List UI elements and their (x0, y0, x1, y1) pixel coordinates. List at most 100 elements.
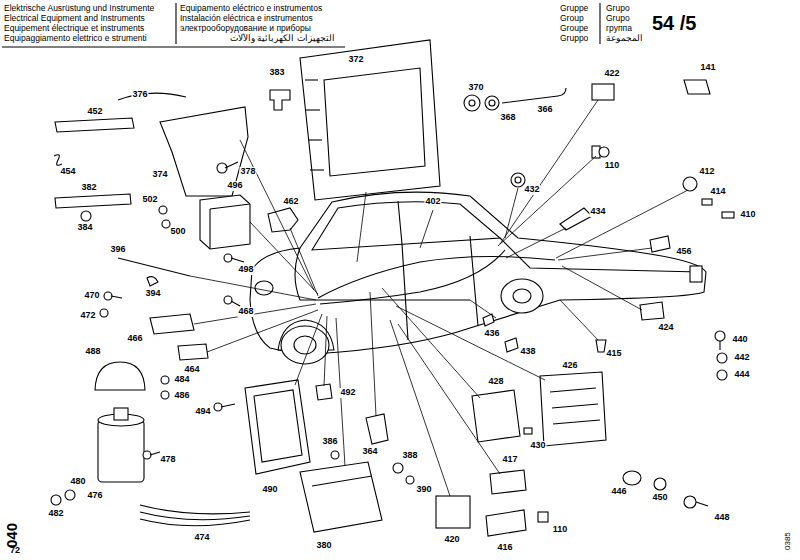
part-drawing (308, 139, 322, 140)
callout-number: 410 (739, 210, 756, 220)
callout-number: 438 (519, 347, 536, 357)
car-outline (513, 289, 531, 303)
part-drawing (715, 331, 725, 341)
part-drawing (436, 496, 470, 528)
leader-line (207, 310, 318, 352)
header-text: Gruppe (560, 4, 588, 13)
catalog-number: 040 (4, 523, 21, 548)
callout-number: 415 (605, 349, 622, 359)
part-drawing (393, 463, 403, 473)
header-text: Instalación eléctrica e instrumentos (180, 14, 313, 23)
part-drawing (245, 380, 310, 474)
part-drawing (111, 296, 122, 298)
part-drawing (140, 519, 250, 526)
part-drawing (161, 376, 169, 384)
part-drawing (209, 209, 210, 249)
part-drawing (650, 236, 670, 252)
part-drawing (696, 502, 708, 506)
part-drawing (268, 208, 298, 232)
part-drawing (324, 68, 425, 176)
part-drawing (485, 96, 499, 110)
part-drawing (684, 80, 710, 94)
part-drawing (210, 204, 250, 209)
part-drawing (270, 90, 290, 110)
car-outline (250, 192, 706, 364)
part-drawing (160, 107, 248, 196)
page-number: 72 (10, 546, 20, 556)
header-text: Electrical Equipment and Instruments (4, 14, 145, 23)
part-drawing (316, 384, 332, 400)
callout-number: 476 (86, 491, 103, 501)
part-drawing (366, 414, 388, 444)
part-drawing (178, 344, 208, 360)
leader-line (498, 156, 596, 246)
callout-number: 396 (109, 245, 126, 255)
part-drawing (254, 390, 302, 462)
header-text: электрооборудование и приборы (180, 24, 311, 33)
part-drawing (717, 370, 727, 380)
callout-number: 384 (76, 223, 93, 233)
part-drawing (717, 353, 727, 363)
car-outline (690, 266, 702, 282)
part-drawing (161, 391, 169, 399)
part-drawing (214, 403, 222, 411)
header-rule (2, 3, 600, 47)
part-drawing (150, 314, 194, 334)
drawing-code: 0385 (784, 532, 793, 550)
header-text: Equipamento eléctrico e instrumentos (180, 4, 322, 13)
header-text: التجهيزات الكهربائية والآلات (230, 34, 335, 43)
car-outline (402, 244, 408, 340)
header-text: Equipaggiamento elettrico e strumenti (4, 34, 147, 43)
callout-number: 464 (183, 365, 200, 375)
part-drawing (65, 490, 75, 500)
leader-line (194, 304, 316, 324)
callout-number: 141 (699, 63, 716, 73)
part-drawing (221, 404, 235, 407)
part-drawing (54, 155, 62, 166)
callout-number: 374 (151, 170, 168, 180)
callout-number: 380 (315, 541, 332, 551)
callout-number: 372 (347, 55, 364, 65)
header-text: Groupe (560, 24, 588, 33)
leader-line (190, 276, 316, 300)
part-drawing (143, 451, 151, 459)
callout-number: 432 (523, 185, 540, 195)
part-drawing (515, 177, 521, 183)
header-rule (175, 3, 176, 44)
part-drawing (118, 93, 186, 100)
callout-number: 366 (536, 105, 553, 115)
header-text: Equipement électrique et instruments (4, 24, 144, 33)
part-drawing (224, 296, 232, 304)
callout-number: 414 (709, 187, 726, 197)
part-drawing (305, 79, 318, 80)
header-text: المجموعة (606, 34, 643, 43)
leader-line (556, 190, 688, 258)
part-drawing (310, 169, 324, 170)
wiring-harness (318, 256, 555, 298)
part-drawing (300, 462, 382, 532)
leader-line (324, 316, 327, 386)
part-drawing (406, 476, 414, 484)
callout-number: 480 (69, 477, 86, 487)
callout-number: 498 (237, 265, 254, 275)
header-text: Grupo (606, 14, 630, 23)
callout-number: 382 (80, 183, 97, 193)
callout-number: 402 (424, 197, 441, 207)
car-outline (470, 236, 478, 326)
callout-number: 474 (193, 533, 210, 543)
callout-number: 390 (415, 485, 432, 495)
part-drawing (224, 254, 232, 262)
header-text: Group (560, 14, 584, 23)
callout-number: 412 (698, 167, 715, 177)
part-drawing (702, 199, 712, 205)
part-drawing (51, 40, 734, 536)
part-drawing (538, 512, 548, 522)
part-drawing (640, 302, 664, 320)
wiring-harness (318, 250, 555, 304)
callout-number: 496 (226, 181, 243, 191)
callout-number: 440 (731, 335, 748, 345)
part-drawing (719, 341, 720, 350)
callout-number: 424 (657, 323, 674, 333)
leader-line (295, 314, 322, 385)
leader-line (357, 192, 366, 262)
